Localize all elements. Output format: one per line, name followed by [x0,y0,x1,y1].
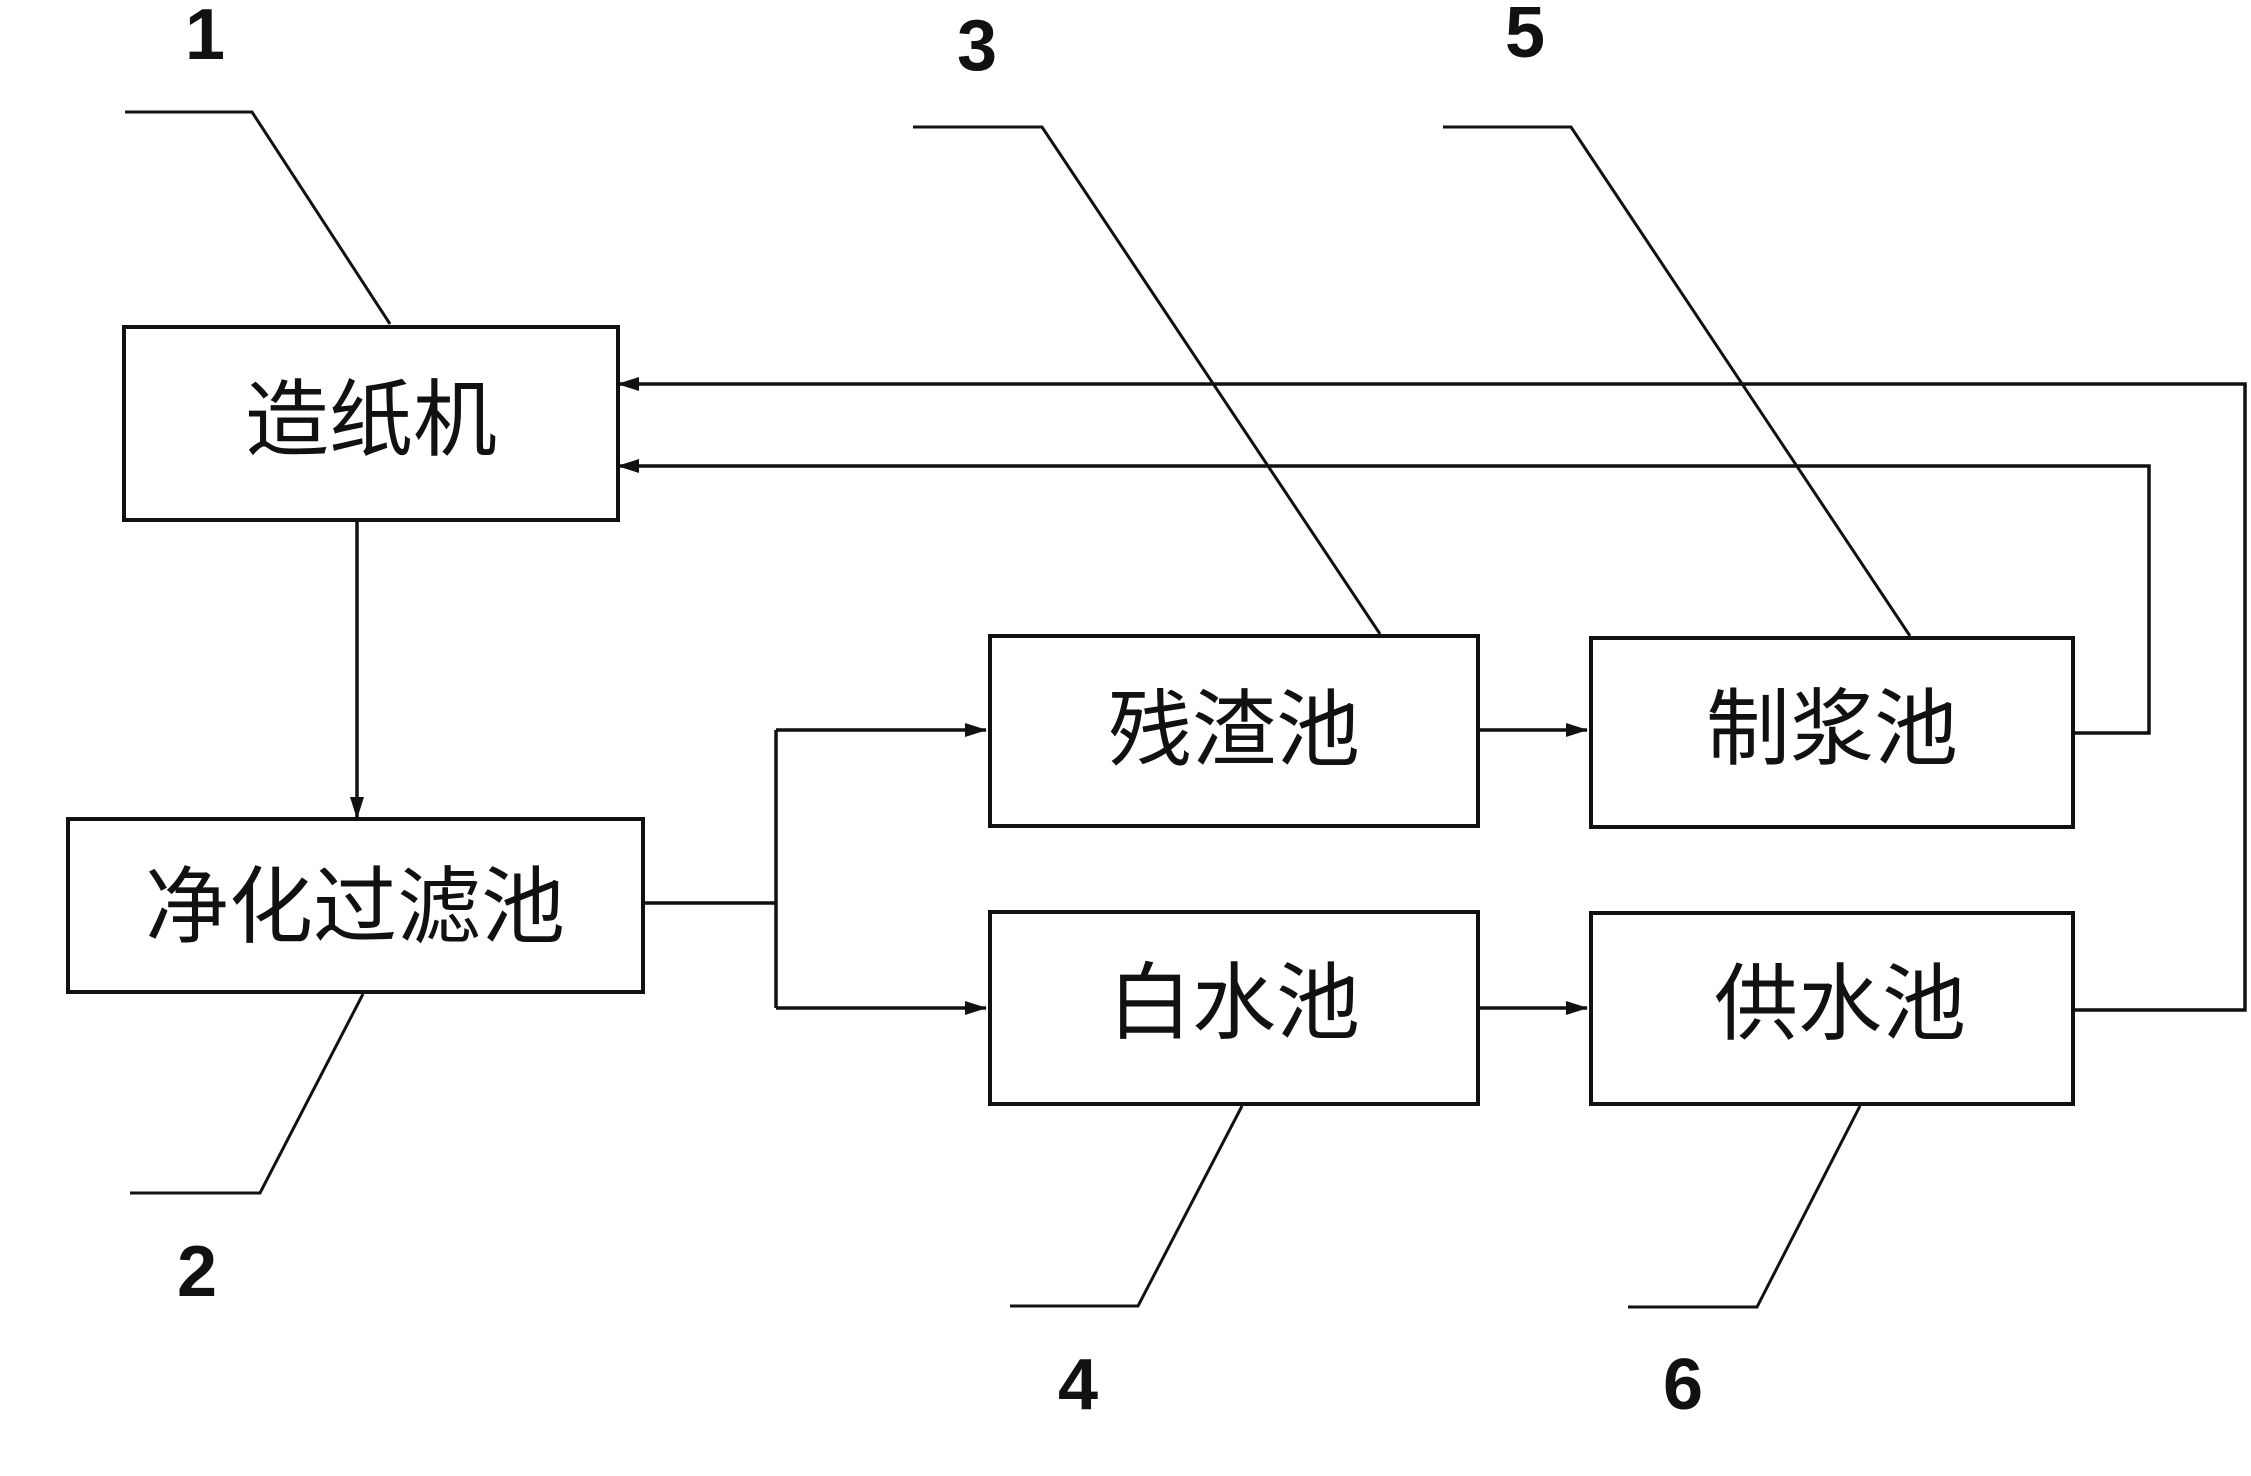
flow-pulping-to-machine [617,459,2151,735]
flow-supply-to-machine [617,377,2247,1012]
box-label-pulping-tank: 制浆池 [1706,680,1958,778]
box-label-paper-machine: 造纸机 [245,371,497,469]
box-residue-tank: 残渣池 [988,634,1480,828]
ref-number-3: 3 [957,6,997,86]
ref-number-6: 6 [1663,1345,1703,1425]
box-label-water-supply-tank: 供水池 [1714,955,1966,1053]
leader-line-4 [1010,1105,1244,1308]
ref-number-2: 2 [177,1232,217,1312]
box-paper-machine: 造纸机 [122,325,620,522]
leader-line-3 [913,125,1382,635]
box-pulping-tank: 制浆池 [1589,636,2075,829]
ref-number-4: 4 [1058,1345,1098,1425]
box-label-white-water-tank: 白水池 [1108,954,1360,1052]
box-label-purification-filter-tank: 净化过滤池 [145,858,565,956]
leader-line-2 [130,993,365,1195]
leader-line-6 [1628,1105,1862,1309]
box-label-residue-tank: 残渣池 [1108,681,1360,779]
leader-line-5 [1443,125,1912,637]
leader-line-1 [125,110,392,325]
box-water-supply-tank: 供水池 [1589,911,2075,1106]
ref-number-5: 5 [1505,0,1545,73]
ref-number-1: 1 [185,0,225,75]
box-white-water-tank: 白水池 [988,910,1480,1106]
box-purification-filter-tank: 净化过滤池 [66,817,645,994]
